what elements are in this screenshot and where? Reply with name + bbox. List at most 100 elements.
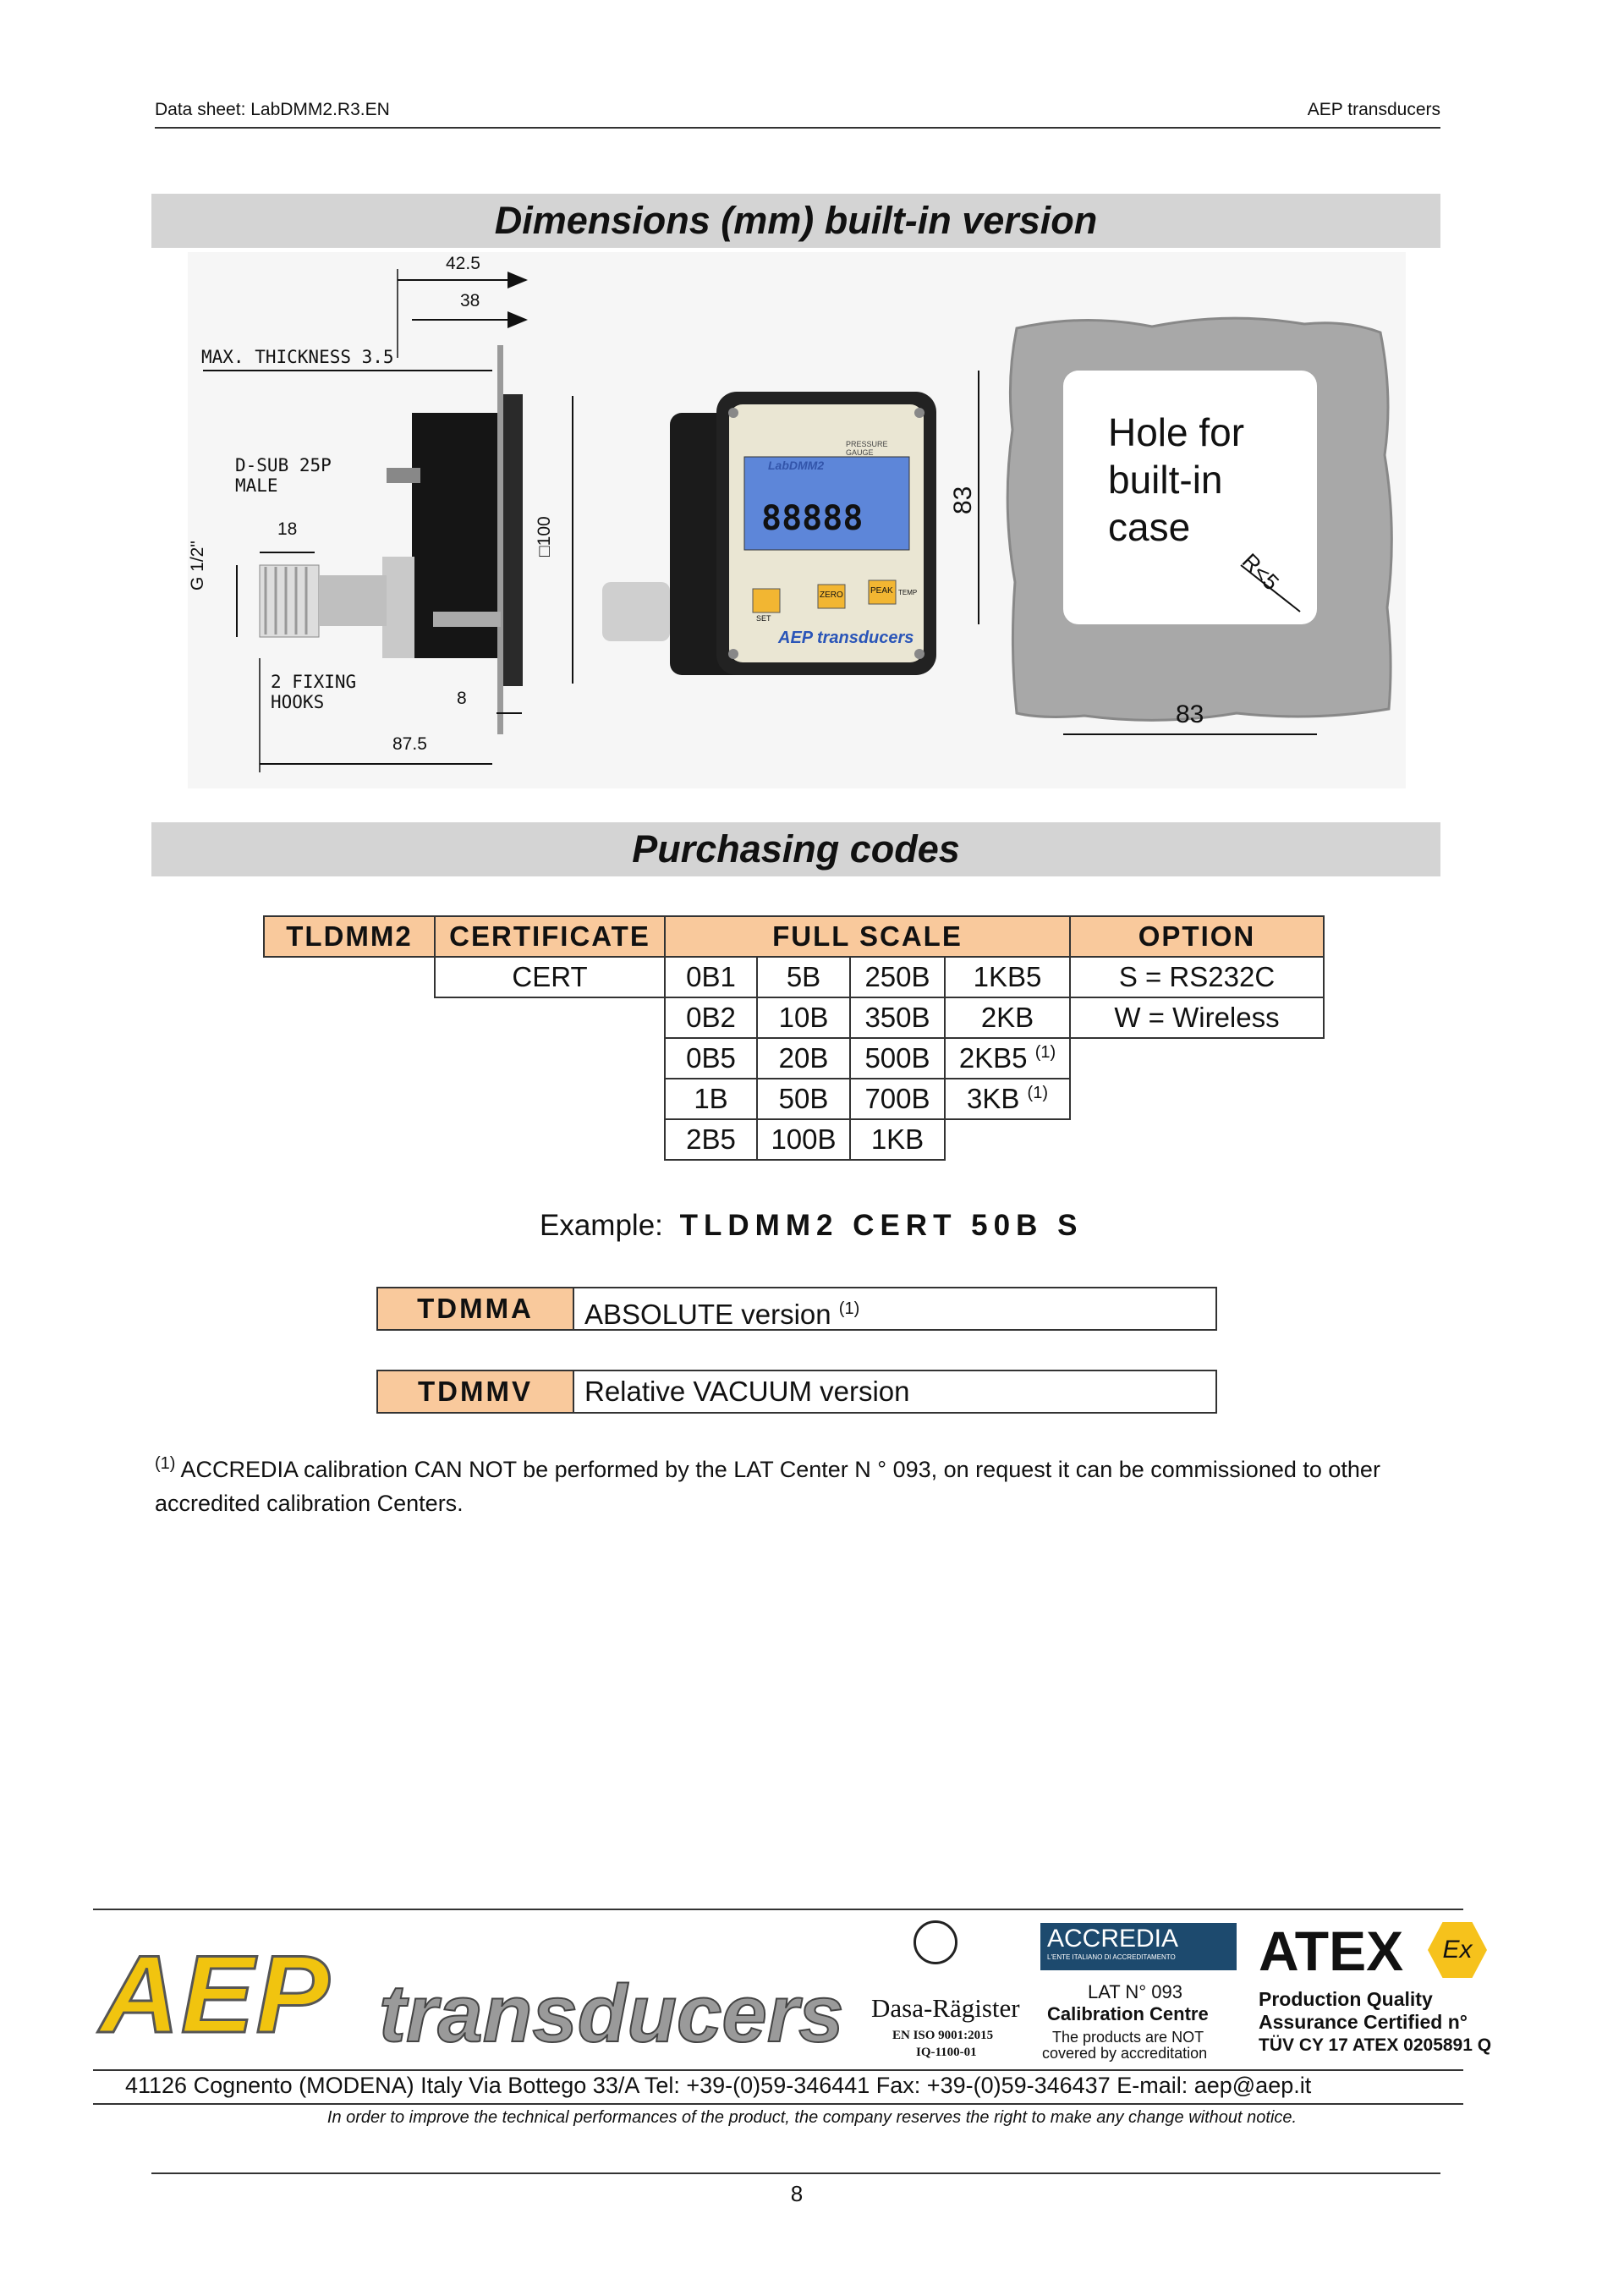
side-view bbox=[203, 269, 573, 772]
example-line: Example: TLDMM2 CERT 50B S bbox=[540, 1209, 1083, 1243]
dimension-drawing-svg bbox=[188, 252, 1406, 788]
footer-address-rule bbox=[93, 2103, 1463, 2105]
set-label: SET bbox=[756, 614, 771, 623]
label-dsub-2: MALE bbox=[235, 475, 278, 496]
label-g-half: G 1/2" bbox=[188, 541, 207, 590]
calibration-centre: Calibration Centre bbox=[1047, 2003, 1209, 2024]
version-code: TDMMA bbox=[378, 1288, 574, 1329]
header-rule bbox=[155, 127, 1440, 129]
label-max-thickness: MAX. THICKNESS 3.5 bbox=[201, 347, 394, 367]
tuv-number: TÜV CY 17 ATEX 0205891 Q bbox=[1259, 2035, 1492, 2055]
peak-label: PEAK bbox=[870, 586, 893, 596]
zero-label: ZERO bbox=[820, 590, 843, 600]
dimension-drawing: 42.5 38 MAX. THICKNESS 3.5 D-SUB 25P MAL… bbox=[188, 252, 1406, 788]
version-absolute: TDMMA ABSOLUTE version (1) bbox=[376, 1287, 1217, 1331]
ex-hexagon-icon: Ex bbox=[1428, 1922, 1487, 1978]
purchasing-codes-table: TLDMM2 CERTIFICATE FULL SCALE OPTION CER… bbox=[263, 915, 1325, 1161]
version-desc: ABSOLUTE version (1) bbox=[584, 1299, 860, 1330]
footer-logo-aep: AEP bbox=[98, 1931, 332, 2057]
header-model: TLDMM2 bbox=[263, 915, 436, 958]
panel bbox=[497, 345, 503, 734]
lcd-digits: 88888 bbox=[761, 499, 864, 538]
header-doc-id: Data sheet: LabDMM2.R3.EN bbox=[155, 100, 390, 119]
fs-cell: 20B bbox=[756, 1037, 851, 1079]
footnote-ref: (1) bbox=[1027, 1084, 1048, 1102]
fs-cell: 500B bbox=[849, 1037, 946, 1079]
label-83-vertical: 83 bbox=[949, 486, 977, 514]
version-vacuum: TDMMV Relative VACUUM version bbox=[376, 1370, 1217, 1414]
label-83-horizontal: 83 bbox=[1176, 700, 1204, 728]
temp-label: TEMP bbox=[898, 589, 918, 596]
peak-button bbox=[868, 579, 897, 605]
option-cell: W = Wireless bbox=[1069, 997, 1325, 1039]
label-38: 38 bbox=[460, 291, 480, 310]
footer-logo-transducers: transducers bbox=[378, 1968, 845, 2060]
footer-mid-rule bbox=[93, 2069, 1463, 2071]
hole-cutout-view bbox=[978, 316, 1393, 735]
not-covered-2: covered by accreditation bbox=[1042, 2045, 1208, 2062]
threaded-fitting bbox=[259, 564, 320, 638]
header-option: OPTION bbox=[1069, 915, 1325, 958]
header-full-scale: FULL SCALE bbox=[664, 915, 1071, 958]
fs-cell: 250B bbox=[849, 956, 946, 998]
dasa-iso: EN ISO 9001:2015 bbox=[892, 2029, 994, 2042]
fs-cell: 350B bbox=[849, 997, 946, 1039]
fs-cell: 1KB5 bbox=[944, 956, 1071, 998]
header-certificate: CERTIFICATE bbox=[434, 915, 666, 958]
table-row: 1B 50B 700B 3KB (1) bbox=[264, 1078, 1324, 1120]
fs-cell: 5B bbox=[756, 956, 851, 998]
label-42-5: 42.5 bbox=[446, 254, 480, 273]
radius-leader bbox=[1240, 564, 1301, 612]
fs-cell: 1KB bbox=[849, 1118, 946, 1161]
atex-logo: ATEX bbox=[1259, 1920, 1404, 1982]
fs-cell: 700B bbox=[849, 1078, 946, 1120]
page-bottom-rule bbox=[151, 2172, 1440, 2174]
dasa-compass-icon bbox=[914, 1920, 957, 1964]
production-quality: Production Quality bbox=[1259, 1988, 1433, 2010]
device-sub-label: PRESSURE GAUGE bbox=[846, 440, 888, 457]
header-company: AEP transducers bbox=[1307, 100, 1440, 119]
footnote-ref: (1) bbox=[838, 1299, 860, 1318]
device-brand-label: LabDMM2 bbox=[768, 459, 825, 472]
ex-label: Ex bbox=[1442, 1936, 1473, 1964]
option-cell: S = RS232C bbox=[1069, 956, 1325, 998]
footnote-ref: (1) bbox=[1034, 1043, 1056, 1062]
hole-label: Hole for built-in case bbox=[1108, 409, 1244, 551]
dasa-name: Dasa-Rägister bbox=[871, 1993, 1020, 2023]
example-code: TLDMM2 CERT 50B S bbox=[679, 1209, 1084, 1242]
fs-cell: 2B5 bbox=[664, 1118, 758, 1161]
label-fixing-1: 2 FIXING bbox=[271, 672, 357, 692]
device-fitting bbox=[602, 582, 670, 641]
footer-top-rule bbox=[93, 1909, 1463, 1910]
cutout-square bbox=[1063, 371, 1317, 624]
fitting-neck bbox=[319, 575, 387, 626]
lcd-display bbox=[743, 456, 910, 551]
footer-address: 41126 Cognento (MODENA) Italy Via Botteg… bbox=[125, 2073, 1312, 2098]
hole-label-line-2: built-in bbox=[1108, 458, 1223, 502]
fs-cell: 2KB5 (1) bbox=[944, 1037, 1071, 1079]
label-dsub-1: D-SUB 25P bbox=[235, 455, 332, 475]
dimensions-title: Dimensions (mm) built-in version bbox=[151, 194, 1440, 248]
table-row: 0B2 10B 350B 2KB W = Wireless bbox=[264, 997, 1325, 1039]
fs-cell: 100B bbox=[756, 1118, 851, 1161]
label-87-5: 87.5 bbox=[392, 734, 427, 754]
footer-disclaimer: In order to improve the technical perfor… bbox=[326, 2108, 1298, 2127]
label-18: 18 bbox=[277, 519, 298, 539]
accredia-logo: ACCREDIA L'ENTE ITALIANO DI ACCREDITAMEN… bbox=[1040, 1923, 1237, 1970]
fs-cell: 10B bbox=[756, 997, 851, 1039]
label-100: □100 bbox=[535, 516, 554, 557]
fs-cell: 0B5 bbox=[664, 1037, 758, 1079]
fs-cell: 1B bbox=[664, 1078, 758, 1120]
table-row: CERT 0B1 5B 250B 1KB5 S = RS232C bbox=[264, 956, 1325, 998]
device-3d-view bbox=[602, 392, 936, 675]
front-bezel bbox=[501, 394, 523, 686]
device-logo-label: AEP transducers bbox=[778, 629, 914, 647]
certificate-cell: CERT bbox=[434, 956, 666, 998]
purchasing-title: Purchasing codes bbox=[151, 822, 1440, 876]
footnote-text: ACCREDIA calibration CAN NOT be performe… bbox=[155, 1457, 1380, 1516]
connector-body bbox=[382, 557, 414, 658]
assurance-certified: Assurance Certified n° bbox=[1259, 2011, 1468, 2033]
hole-label-line-3: case bbox=[1108, 505, 1191, 549]
not-covered-1: The products are NOT bbox=[1052, 2029, 1204, 2046]
lat-number: LAT N° 093 bbox=[1088, 1981, 1182, 2002]
